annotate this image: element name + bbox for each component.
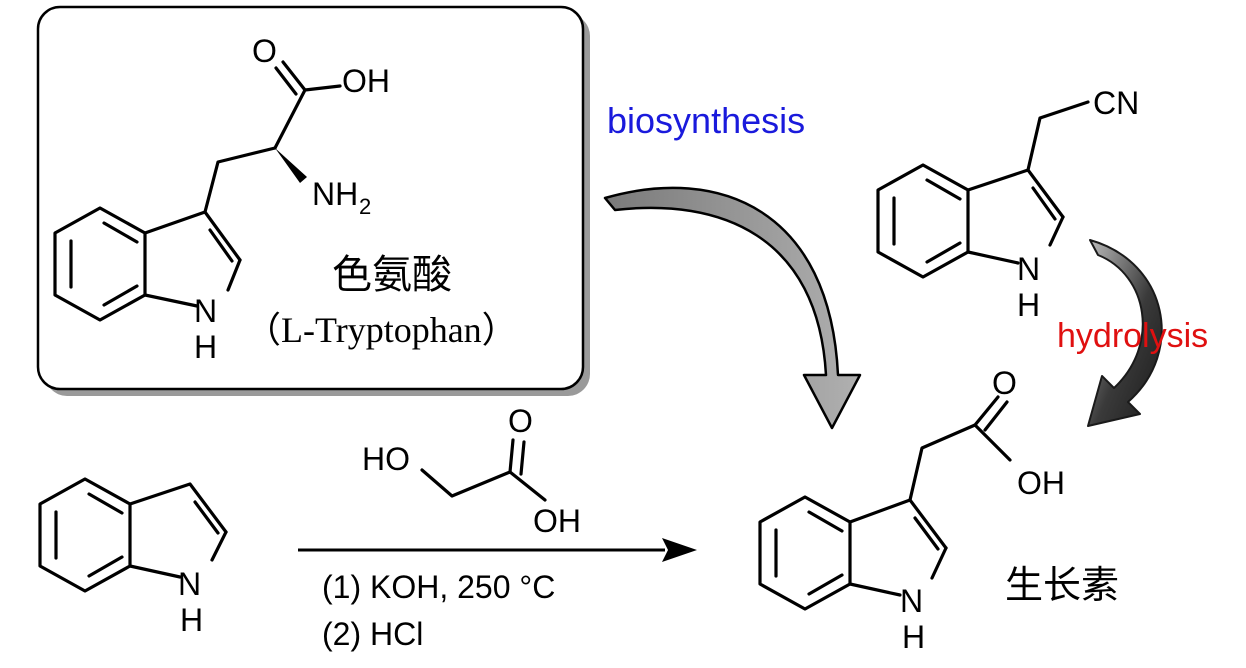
glycolic-acid-structure — [420, 438, 547, 502]
indole-h-label: H — [180, 602, 203, 638]
tryptophan-english-name: （L-Tryptophan） — [245, 310, 518, 350]
tryptophan-box: O OH NH 2 N H 色氨酸 （L-Tryptophan） — [36, 5, 590, 396]
auxin-o-label: O — [992, 365, 1017, 401]
acetonitrile-nitrogen-label: N — [1017, 251, 1040, 287]
tryptophan-structure — [53, 60, 342, 322]
reaction-arrow — [298, 538, 697, 562]
auxin-structure — [758, 395, 1012, 611]
carbonyl-oxygen-label: O — [252, 33, 277, 69]
indole-acetonitrile-structure — [876, 100, 1090, 279]
amino-subscript: 2 — [359, 194, 371, 219]
auxin-h-label: H — [902, 619, 925, 655]
biosynthesis-label: biosynthesis — [607, 100, 805, 141]
acetonitrile-hydrogen-label: H — [1017, 287, 1040, 323]
indole-structure — [38, 477, 228, 593]
hydrolysis-label: hydrolysis — [1057, 317, 1208, 355]
auxin-oh-label: OH — [1017, 465, 1065, 501]
auxin-n-label: N — [900, 583, 923, 619]
glycolic-o-label: O — [508, 403, 533, 439]
amino-label: NH — [312, 176, 358, 212]
indole-hydrogen-label: H — [194, 329, 217, 365]
auxin-chinese-name: 生长素 — [1005, 563, 1119, 607]
condition-step1: (1) KOH, 250 °C — [322, 569, 555, 605]
wedge-bond — [275, 148, 307, 183]
indole-nitrogen-label: N — [194, 293, 217, 329]
nitrile-label: CN — [1093, 85, 1139, 121]
hydroxyl-label: OH — [342, 63, 390, 99]
glycolic-ho-label: HO — [362, 441, 410, 477]
glycolic-oh-label: OH — [533, 503, 581, 539]
indole-n-label: N — [178, 566, 201, 602]
tryptophan-chinese-name: 色氨酸 — [332, 252, 452, 298]
condition-step2: (2) HCl — [322, 616, 423, 652]
biosynthesis-arrow: biosynthesis — [603, 100, 862, 430]
tryptophan-box-frame — [36, 5, 585, 391]
hydrolysis-arrow: hydrolysis — [1057, 239, 1208, 427]
